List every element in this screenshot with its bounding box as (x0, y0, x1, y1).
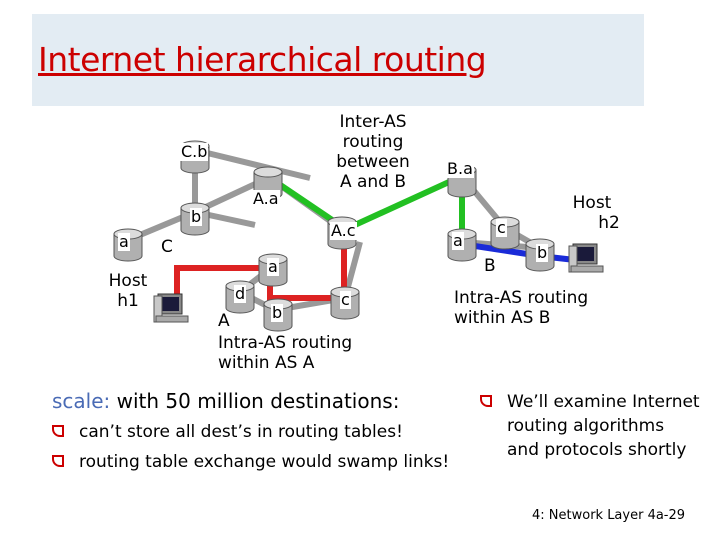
intra-as-b-line: within AS B (454, 308, 588, 328)
scale-text: with 50 million destinations: (110, 389, 399, 413)
intra-as-b-line: Intra-AS routing (454, 288, 588, 308)
bullet-text: We’ll examine Internet routing algorithm… (507, 392, 700, 460)
host-h1-label: Host h1 (104, 271, 152, 311)
router-label-cb: C.b (180, 143, 208, 161)
inter-as-line: A and B (318, 172, 428, 192)
list-item: routing table exchange would swamp links… (52, 450, 452, 474)
intra-as-a-line: Intra-AS routing (218, 333, 352, 353)
router-label-ba: B.a (446, 160, 474, 178)
computer-icon (569, 244, 603, 272)
host-h2-line: Host (560, 193, 624, 213)
router-label-d: d (234, 285, 246, 303)
inter-as-line: routing (318, 132, 428, 152)
host-h2-label: Host h2 (560, 193, 624, 233)
list-item: We’ll examine Internet routing algorithm… (480, 390, 700, 462)
router-label-ac: A.c (330, 222, 357, 240)
bullet-icon (480, 395, 492, 407)
host-h2-line: h2 (560, 213, 624, 233)
slide-footer: 4: Network Layer 4a-29 (532, 508, 685, 523)
router-label-c-as-a: c (340, 291, 351, 309)
router-label-a-left: a (118, 233, 130, 251)
examine-section: We’ll examine Internet routing algorithm… (480, 390, 700, 468)
scale-keyword: scale: (52, 389, 110, 413)
inter-as-line: between (318, 152, 428, 172)
router-label-b-as-a: b (271, 304, 283, 322)
router-label-b-as-b: b (536, 244, 548, 262)
as-c-label: C (161, 237, 173, 257)
inter-as-label: Inter-AS routing between A and B (318, 112, 428, 192)
router-label-a-as-b: a (452, 232, 464, 250)
intra-as-a-line: within AS A (218, 353, 352, 373)
intra-as-b-label: Intra-AS routing within AS B (454, 288, 588, 328)
list-item: can’t store all dest’s in routing tables… (52, 420, 452, 444)
inter-as-line: Inter-AS (318, 112, 428, 132)
router-label-aa: A.a (252, 190, 280, 208)
bullet-text: can’t store all dest’s in routing tables… (79, 422, 403, 442)
as-b-label: B (484, 256, 496, 276)
examine-bullet-list: We’ll examine Internet routing algorithm… (480, 390, 700, 462)
bullet-text: routing table exchange would swamp links… (79, 452, 449, 472)
computer-icon (154, 294, 188, 322)
bullet-icon (52, 425, 64, 437)
intra-as-a-label: Intra-AS routing within AS A (218, 333, 352, 373)
router-label-c-as-b: c (496, 219, 507, 237)
router-label-a-as-a: a (267, 258, 279, 276)
scale-bullet-list: can’t store all dest’s in routing tables… (52, 420, 452, 474)
host-h1-line: h1 (104, 291, 152, 311)
bullet-icon (52, 455, 64, 467)
host-h1-line: Host (104, 271, 152, 291)
router-label-b: b (190, 208, 202, 226)
scale-heading: scale: with 50 million destinations: (52, 388, 452, 414)
scale-section: scale: with 50 million destinations: can… (52, 388, 452, 480)
as-a-label: A (218, 311, 230, 331)
